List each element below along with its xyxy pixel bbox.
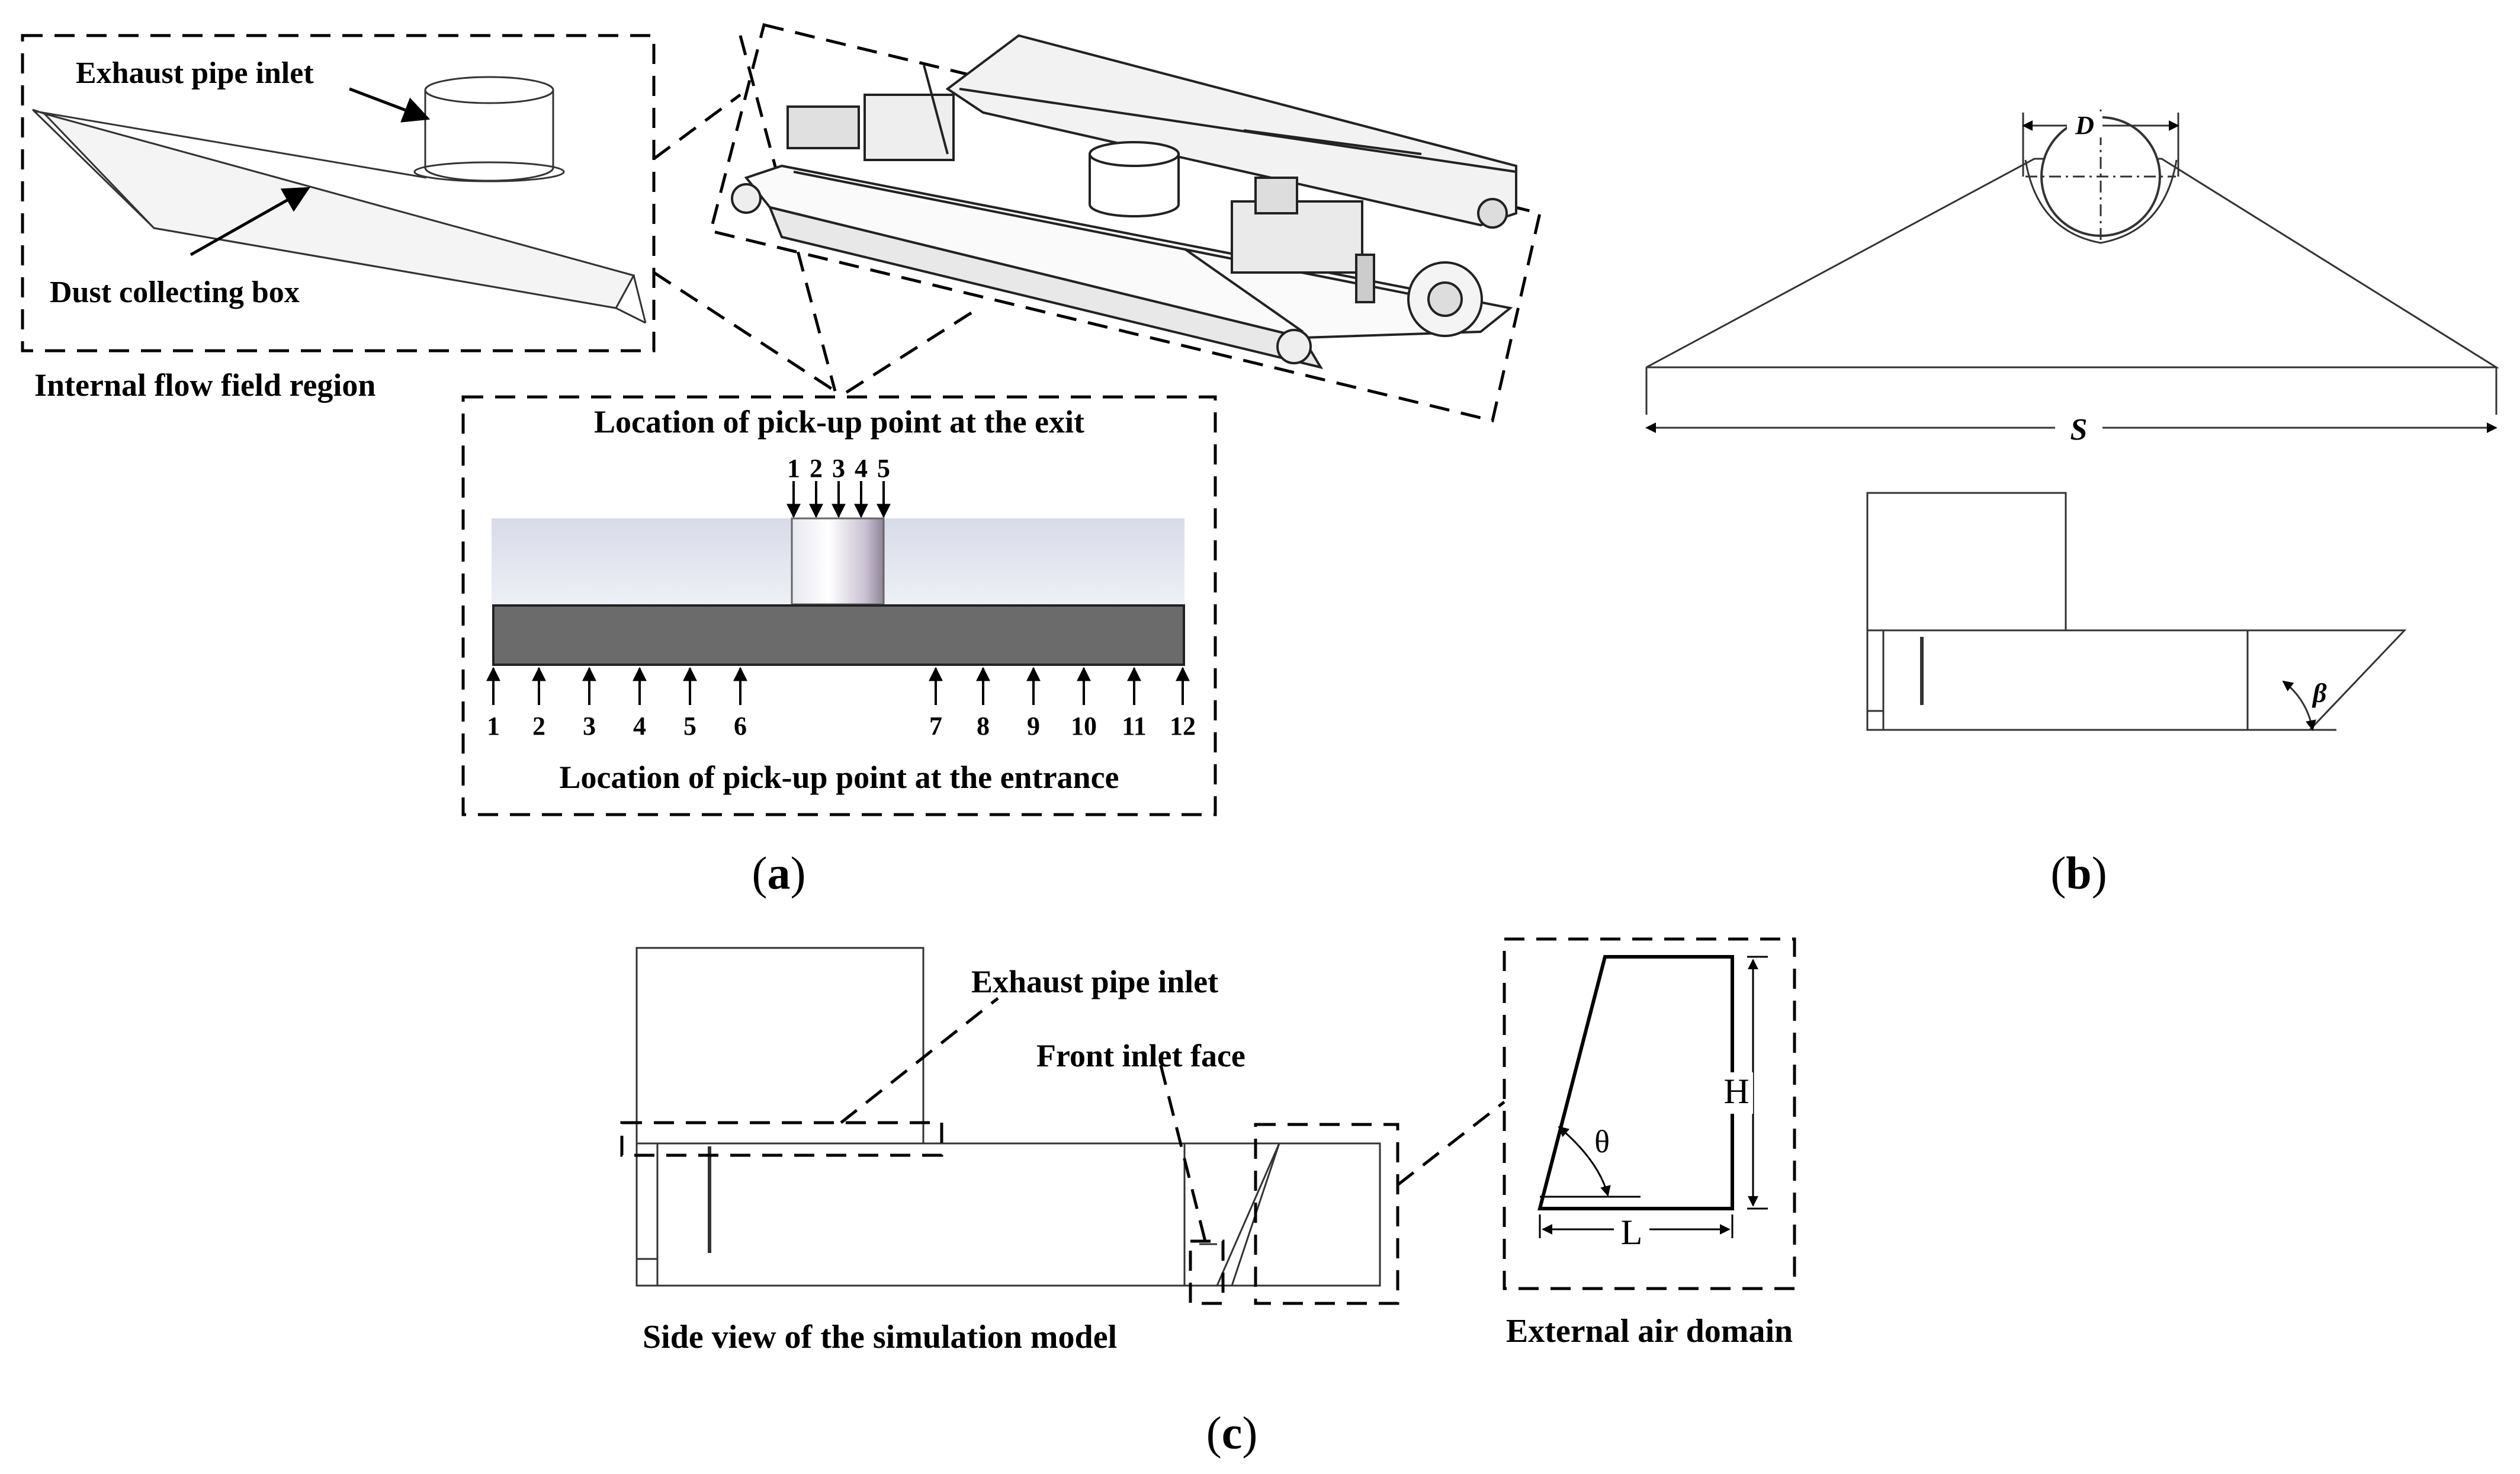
side-view-label: Side view of the simulation model [643, 1319, 1117, 1356]
entrance-point-label: 9 [1027, 712, 1040, 741]
side-view-b [1866, 492, 2407, 731]
entrance-point-label: 11 [1122, 712, 1147, 741]
panel-a: Exhaust pipe inlet Dust collecting box I… [21, 23, 1542, 899]
exit-location-label: Location of pick-up point at the exit [594, 404, 1084, 440]
front-inlet-label: Front inlet face [1036, 1038, 1245, 1074]
angle-theta-label: θ [1594, 1124, 1610, 1159]
flow-region-label: Internal flow field region [34, 367, 375, 403]
caption-a: (a) [752, 847, 806, 899]
dust-box-section [492, 604, 1185, 666]
exit-point-label: 4 [855, 454, 868, 483]
exhaust-inlet-label-a: Exhaust pipe inlet [76, 56, 314, 90]
entrance-point-label: 6 [734, 712, 747, 741]
external-air-label: External air domain [1506, 1313, 1793, 1350]
dust-box-label: Dust collecting box [50, 275, 300, 309]
entrance-point-label: 12 [1170, 712, 1196, 741]
exit-point-label: 2 [810, 454, 823, 483]
flow-region-box: Exhaust pipe inlet Dust collecting box [21, 34, 656, 353]
angle-beta-label: β [2312, 678, 2327, 708]
external-air-domain: H L θ [1503, 937, 1796, 1290]
caption-b: (b) [2050, 847, 2107, 899]
exit-point-label: 3 [832, 454, 845, 483]
panel-b: D S β (b) [1645, 110, 2500, 899]
entrance-point-label: 4 [633, 712, 646, 741]
caption-c: (c) [1206, 1407, 1258, 1459]
exit-point-label: 1 [787, 454, 800, 483]
dim-s-label: S [2070, 413, 2088, 447]
panel-c: Exhaust pipe inlet Front inlet face Side… [620, 937, 1796, 1459]
front-view [1645, 110, 2500, 433]
entrance-point-label: 5 [683, 712, 696, 741]
dim-h-label: H [1723, 1072, 1749, 1111]
exhaust-pipe-section [791, 517, 885, 605]
entrance-point-label: 8 [977, 712, 990, 741]
entrance-point-label: 2 [532, 712, 545, 741]
dim-d-label: D [2075, 111, 2094, 140]
dust-box-drawing [31, 76, 647, 324]
entrance-point-label: 1 [487, 712, 500, 741]
exit-point-label: 5 [877, 454, 890, 483]
entrance-location-label: Location of pick-up point at the entranc… [560, 760, 1119, 795]
entrance-point-label: 3 [583, 712, 596, 741]
machine-illustration [708, 23, 1542, 423]
entrance-point-label: 10 [1071, 712, 1097, 741]
entrance-point-label: 7 [929, 712, 942, 741]
exhaust-inlet-label-c: Exhaust pipe inlet [971, 964, 1218, 999]
dim-l-label: L [1621, 1213, 1643, 1252]
